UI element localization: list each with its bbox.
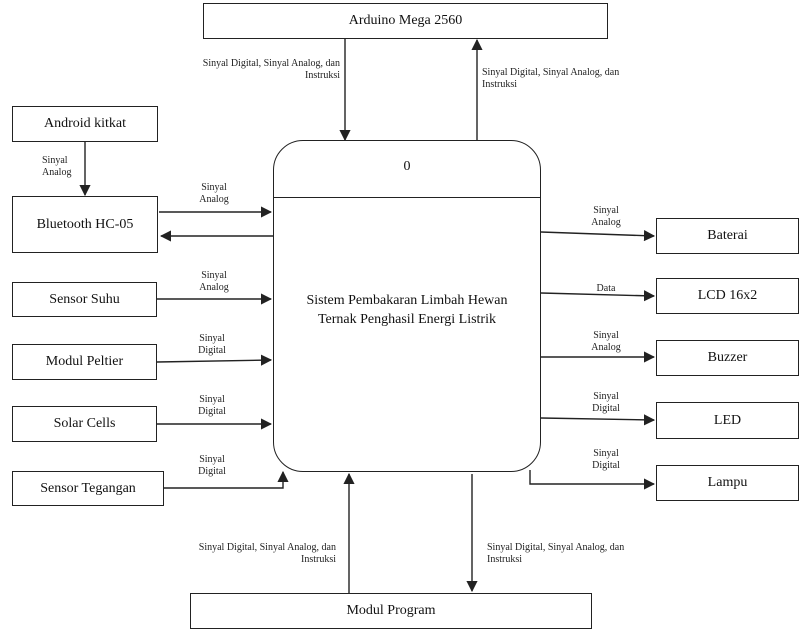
entity-sensor-suhu: Sensor Suhu bbox=[12, 282, 157, 317]
entity-android: Android kitkat bbox=[12, 106, 158, 142]
process-name-line1: Sistem Pembakaran Limbah Hewan bbox=[306, 293, 508, 308]
entity-baterai: Baterai bbox=[656, 218, 799, 254]
arrow-process-to-baterai bbox=[540, 230, 656, 242]
entity-solar-cells: Solar Cells bbox=[12, 406, 157, 442]
entity-buzzer: Buzzer bbox=[656, 340, 799, 376]
arrow-process-to-led bbox=[540, 414, 656, 426]
process-name-line2: Ternak Penghasil Energi Listrik bbox=[317, 312, 496, 327]
entity-modul-peltier: Modul Peltier bbox=[12, 344, 157, 380]
process-divider bbox=[274, 197, 540, 198]
entity-bluetooth: Bluetooth HC-05 bbox=[12, 196, 158, 253]
arrow-peltier-to-process bbox=[156, 354, 273, 366]
process-name: Sistem Pembakaran Limbah Hewan Ternak Pe… bbox=[284, 291, 530, 329]
entity-led: LED bbox=[656, 402, 799, 439]
arrow-process-to-lcd bbox=[540, 290, 656, 302]
flow-label-lcd: Data bbox=[596, 283, 616, 294]
entity-lcd: LCD 16x2 bbox=[656, 278, 799, 314]
entity-modul-program: Modul Program bbox=[190, 593, 592, 629]
process-node: 0 Sistem Pembakaran Limbah Hewan Ternak … bbox=[273, 140, 541, 472]
process-id: 0 bbox=[403, 159, 411, 174]
arrow-process-to-lampu bbox=[529, 470, 656, 490]
entity-lampu: Lampu bbox=[656, 465, 799, 501]
entity-arduino: Arduino Mega 2560 bbox=[203, 3, 608, 39]
arrow-tegangan-to-process bbox=[164, 470, 289, 489]
entity-sensor-tegangan: Sensor Tegangan bbox=[12, 471, 164, 506]
